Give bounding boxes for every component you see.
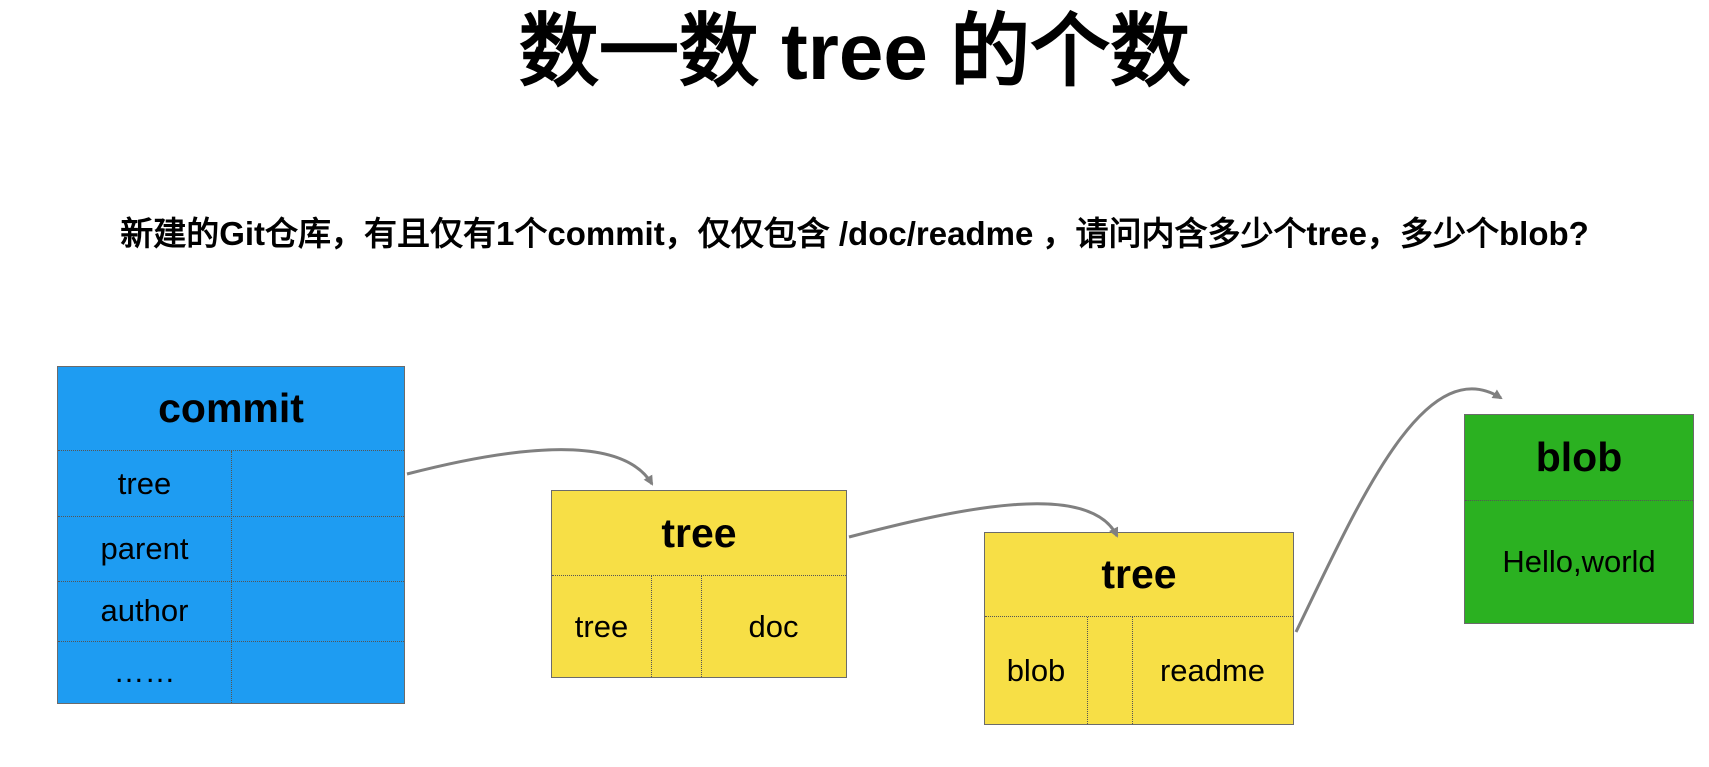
tree-column-divider: [1087, 617, 1088, 724]
tree-box-doc: tree blob readme: [984, 532, 1294, 725]
commit-row-divider: [58, 581, 404, 582]
arrow-tree-to-tree: [848, 502, 1119, 539]
blob-header: blob: [1465, 415, 1693, 501]
tree-entry-name: doc: [748, 608, 799, 644]
commit-box: commit tree parent author ……: [57, 366, 405, 704]
tree-header: tree: [985, 533, 1293, 617]
tree-entry-type: tree: [574, 608, 629, 644]
page-title: 数一数 tree 的个数: [518, 7, 1191, 96]
arrow-tree-to-blob: [1294, 387, 1503, 633]
blob-box: blob Hello,world: [1464, 414, 1694, 624]
tree-column-divider: [701, 576, 702, 677]
commit-field-tree: tree: [117, 465, 172, 501]
commit-field-author: author: [100, 593, 189, 628]
tree-column-divider: [1132, 617, 1133, 724]
arrow-commit-to-tree: [406, 448, 654, 486]
blob-content: Hello,world: [1502, 544, 1656, 579]
commit-header: commit: [58, 367, 404, 451]
question-text: 新建的Git仓库，有且仅有1个commit，仅仅包含 /doc/readme ，…: [120, 215, 1589, 252]
commit-row-divider: [58, 516, 404, 517]
commit-field-parent: parent: [100, 530, 189, 566]
tree-column-divider: [651, 576, 652, 677]
tree-box-root: tree tree doc: [551, 490, 847, 678]
tree-entry-type: blob: [1006, 652, 1066, 688]
commit-column-divider: [231, 451, 232, 703]
tree-entry-name: readme: [1159, 652, 1266, 688]
commit-field-more: ……: [113, 654, 176, 689]
commit-row-divider: [58, 641, 404, 642]
tree-header: tree: [552, 491, 846, 576]
